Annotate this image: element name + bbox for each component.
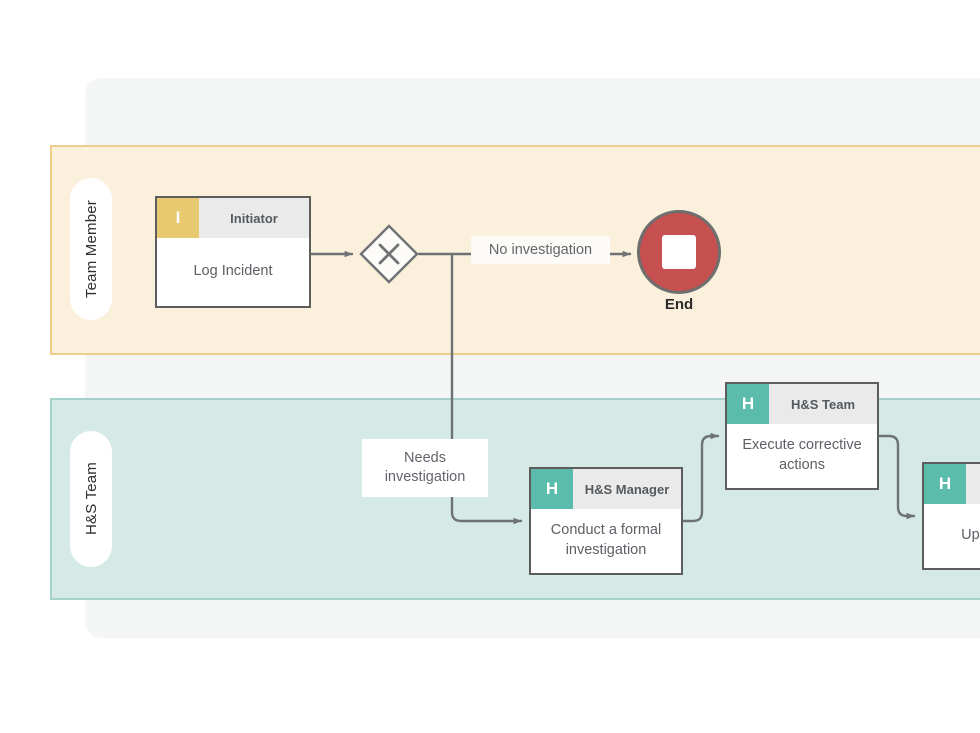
- task-log-incident-badge: I: [157, 198, 199, 238]
- task-update-record-badge: H: [924, 464, 966, 504]
- task-conduct-investigation-role: H&S Manager: [584, 481, 670, 497]
- lane-label-team-member-text: Team Member: [82, 199, 100, 299]
- task-conduct-investigation-name: Conduct a formal investigation: [550, 522, 662, 558]
- lane-label-team-member: Team Member: [70, 178, 112, 320]
- task-conduct-investigation-badge: H: [531, 469, 573, 509]
- terminate-square-icon: [662, 235, 696, 269]
- flow-label-no-investigation: No investigation: [471, 236, 610, 264]
- end-event-label: End: [664, 296, 694, 313]
- task-update-record[interactable]: H Upda... re...: [922, 462, 980, 570]
- task-execute-corrective-actions-badge: H: [727, 384, 769, 424]
- task-log-incident-name: Log Incident: [193, 263, 273, 280]
- task-execute-corrective-actions-header: H H&S Team: [727, 384, 877, 424]
- task-execute-corrective-actions[interactable]: H H&S Team Execute corrective actions: [725, 382, 879, 490]
- task-log-incident[interactable]: I Initiator Log Incident: [155, 196, 311, 308]
- end-event-terminate[interactable]: [637, 210, 721, 294]
- task-log-incident-header: I Initiator: [157, 198, 309, 238]
- task-execute-corrective-actions-role: H&S Team: [790, 396, 856, 412]
- exclusive-gateway[interactable]: [359, 224, 419, 284]
- task-update-record-header: H: [924, 464, 980, 504]
- task-conduct-investigation-header: H H&S Manager: [531, 469, 681, 509]
- flow-label-needs-investigation: Needs investigation: [362, 439, 488, 497]
- task-conduct-investigation[interactable]: H H&S Manager Conduct a formal investiga…: [529, 467, 683, 575]
- lane-label-hs-team-text: H&S Team: [82, 462, 100, 536]
- task-update-record-name: Upda... re...: [961, 527, 980, 544]
- lane-label-hs-team: H&S Team: [70, 431, 112, 567]
- task-log-incident-role: Initiator: [230, 210, 278, 226]
- task-update-record-role: [966, 464, 980, 504]
- task-execute-corrective-actions-name: Execute corrective actions: [742, 437, 862, 473]
- gateway-x-icon: [378, 243, 400, 265]
